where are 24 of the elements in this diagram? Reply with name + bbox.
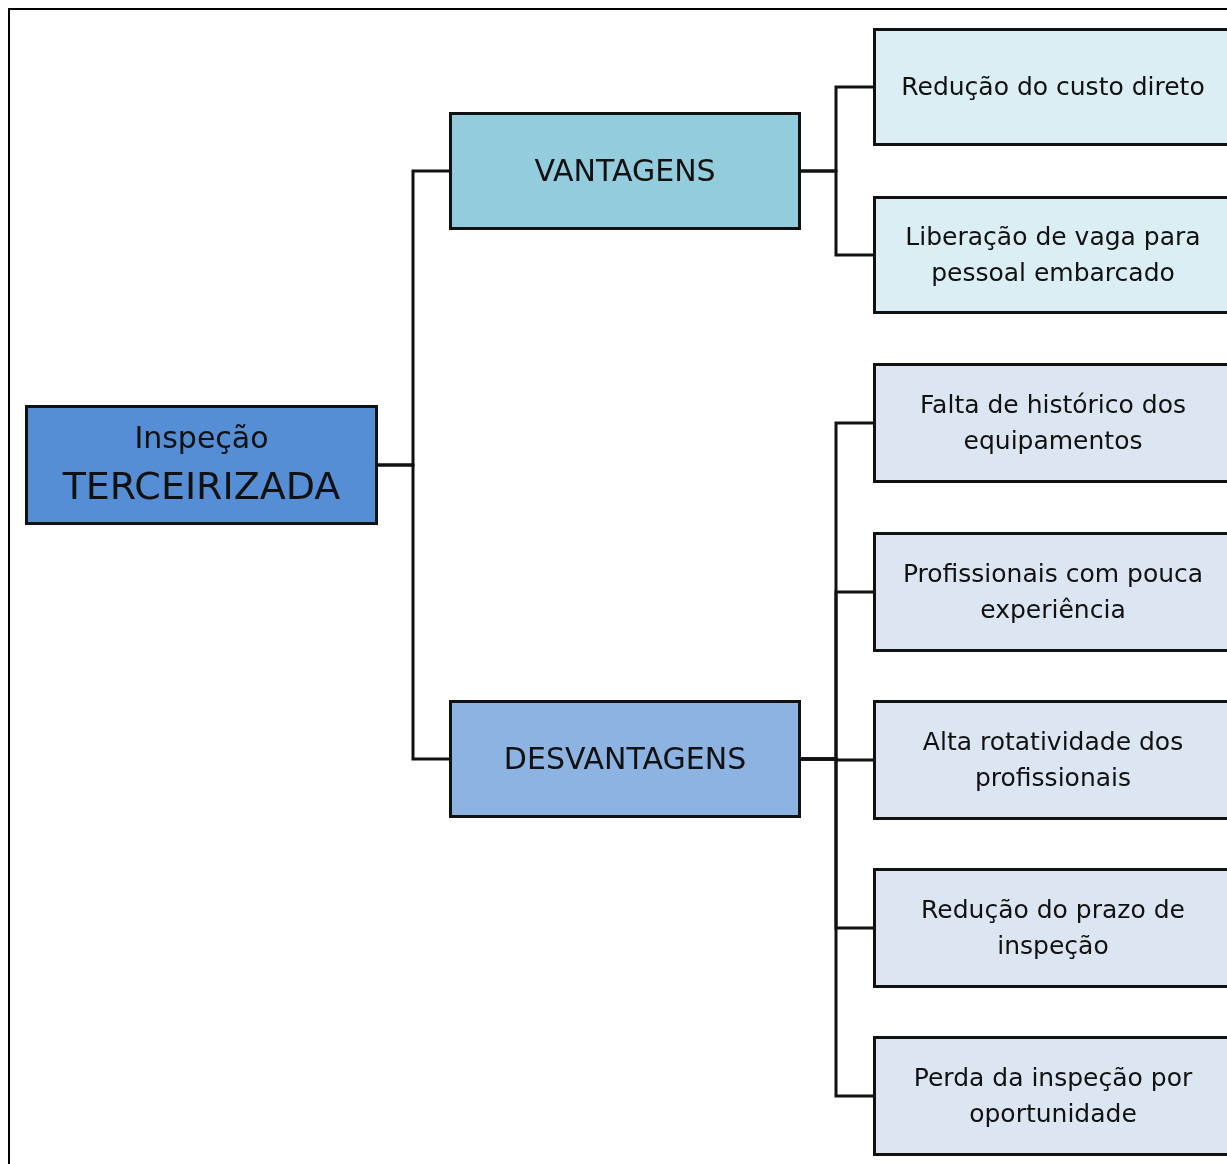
box-label: TERCEIRIZADA [62,463,341,511]
item-box [873,868,1227,988]
category-box [449,112,801,230]
connector-line [378,463,449,761]
box-label: Liberação de vaga para pessoal embarcado [904,220,1202,289]
box-label: Redução do custo direto [901,70,1205,103]
box-label: DESVANTAGENS [503,740,747,779]
box-label: Perda da inspeção por oportunidade [912,1061,1194,1130]
connector-line [801,757,873,1098]
category-box [449,700,801,818]
item-box [873,1036,1227,1156]
box-label: Alta rotatividade dos profissionais [921,725,1185,794]
item-box [873,700,1227,820]
box-label: Redução do prazo de inspeção [920,893,1186,962]
root-box [25,405,378,525]
box-label: VANTAGENS [534,152,716,191]
item-box [873,532,1227,652]
box-heading: Inspeção [134,418,269,457]
connector-line [801,169,873,257]
item-box [873,28,1227,146]
box-label: Profissionais com pouca experiência [901,557,1205,626]
item-box [873,196,1227,314]
box-label: Falta de histórico dos equipamentos [919,388,1187,457]
item-box [873,363,1227,483]
